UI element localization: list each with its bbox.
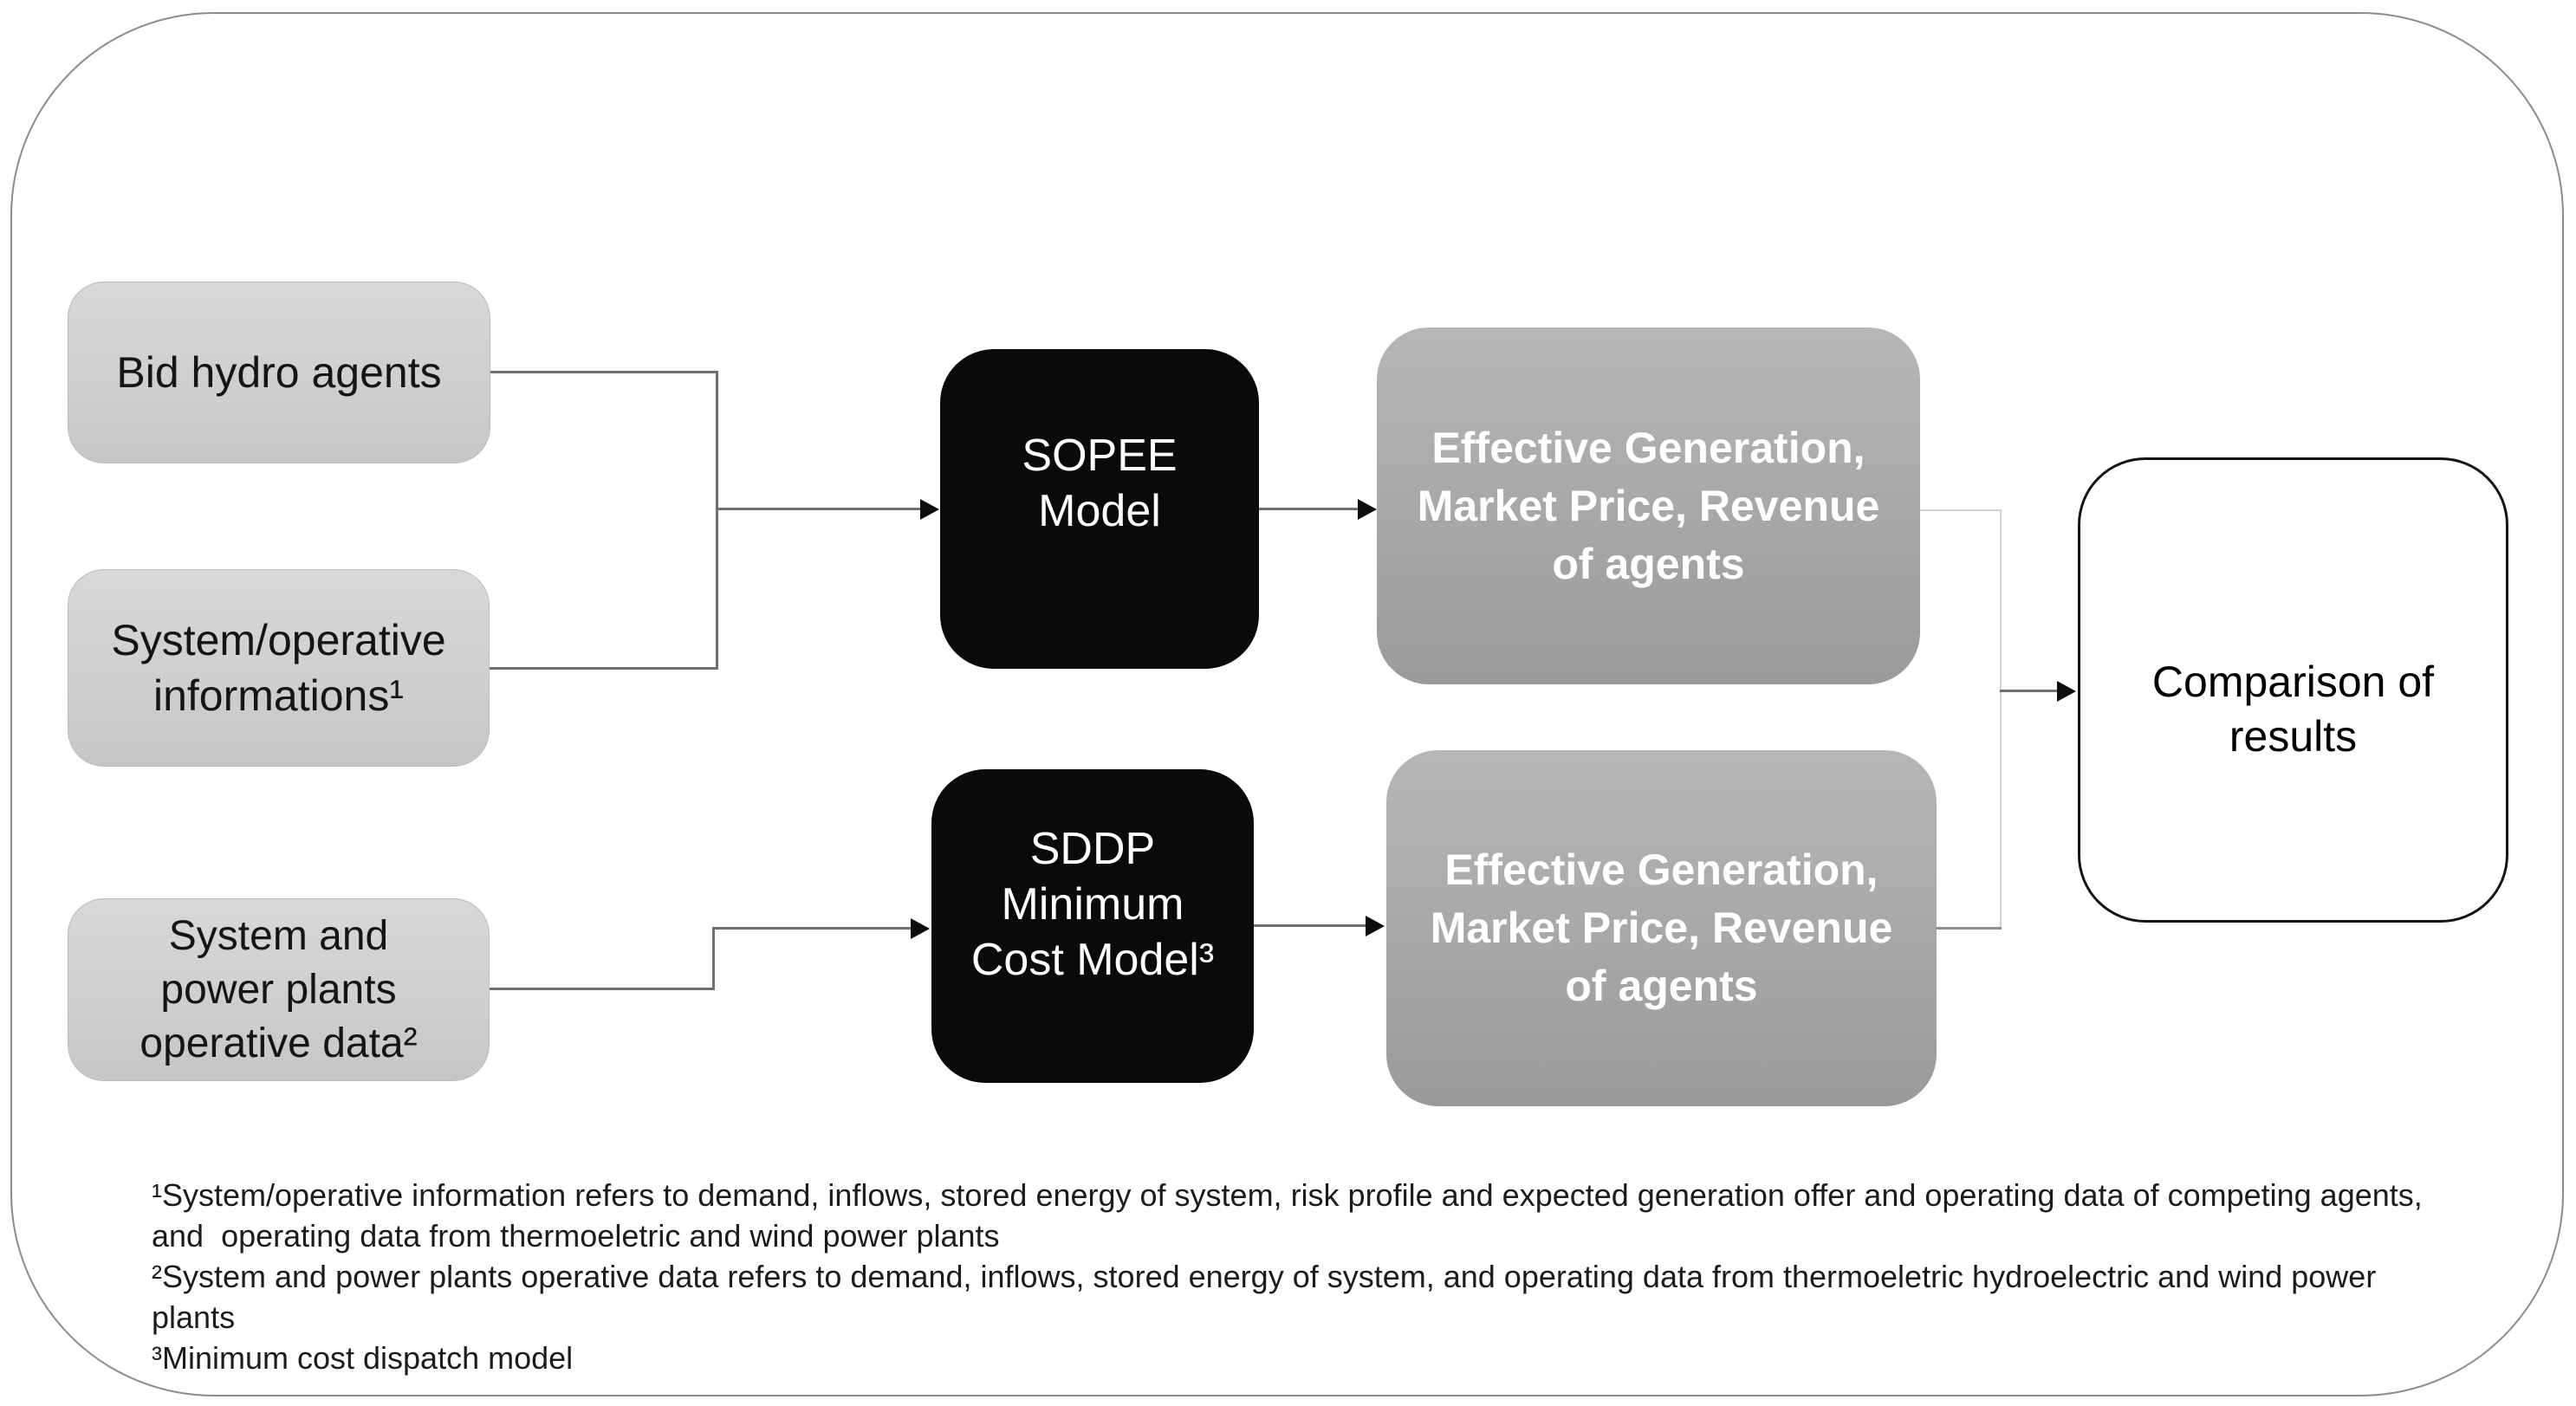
- connector-results-sddp-out: [1937, 927, 2002, 930]
- node-label: System and power plants operative data²: [140, 912, 418, 1066]
- node-bid-hydro-agents: Bid hydro agents: [68, 282, 490, 463]
- node-system-power-plants-operative-data: System and power plants operative data²: [68, 898, 490, 1081]
- footnote-2: ²System and power plants operative data …: [152, 1259, 2377, 1335]
- node-label: Effective Generation, Market Price, Reve…: [1417, 423, 1880, 588]
- connector-step-vertical-bottom: [712, 927, 715, 990]
- node-sddp-minimum-cost-model: SDDP Minimum Cost Model³: [931, 769, 1254, 1083]
- connector-bid-hydro-out: [490, 371, 717, 373]
- connector-merge-vertical-top: [716, 371, 718, 670]
- connector-into-sddp: [712, 927, 914, 930]
- node-label: SOPEE Model: [1022, 430, 1178, 536]
- node-label: Bid hydro agents: [116, 348, 442, 397]
- node-comparison-of-results: Comparison of results: [2078, 457, 2508, 923]
- connector-system-operative-out: [490, 667, 717, 670]
- footnote-3: ³Minimum cost dispatch model: [152, 1340, 574, 1376]
- node-label: Effective Generation, Market Price, Reve…: [1430, 846, 1893, 1010]
- connector-sopee-to-results: [1259, 508, 1361, 510]
- connector-sddp-to-results: [1254, 924, 1369, 927]
- node-label: SDDP Minimum Cost Model³: [970, 824, 1215, 985]
- arrowhead-into-results-sopee: [1358, 499, 1377, 520]
- node-label: System/operative informations¹: [111, 616, 446, 720]
- node-system-operative-informations: System/operative informations¹: [68, 569, 490, 767]
- node-label: Comparison of results: [2151, 657, 2435, 761]
- connector-into-comparison: [2000, 690, 2060, 692]
- connector-merge-vertical-right: [2000, 509, 2002, 929]
- connector-power-plants-out: [490, 988, 715, 990]
- node-results-sddp: Effective Generation, Market Price, Reve…: [1386, 750, 1937, 1106]
- connector-into-sopee: [716, 508, 924, 510]
- arrowhead-into-sddp: [911, 918, 930, 939]
- footnotes-block: ¹System/operative information refers to …: [152, 1175, 2530, 1378]
- arrowhead-into-sopee: [920, 499, 939, 520]
- node-results-sopee: Effective Generation, Market Price, Reve…: [1377, 327, 1920, 684]
- node-sopee-model: SOPEE Model: [940, 349, 1259, 669]
- footnote-1: ¹System/operative information refers to …: [152, 1177, 2423, 1254]
- outer-border: [10, 12, 2564, 1396]
- arrowhead-into-results-sddp: [1366, 916, 1385, 936]
- connector-results-sopee-out: [1920, 509, 2002, 511]
- arrowhead-into-comparison: [2057, 681, 2076, 702]
